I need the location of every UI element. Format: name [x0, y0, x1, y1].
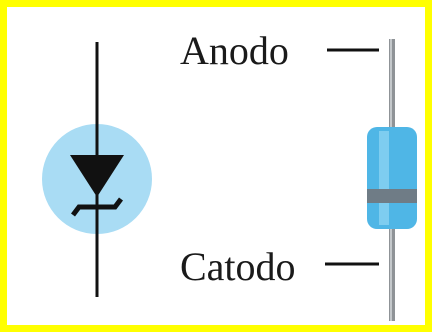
- diode-triangle: [70, 155, 124, 197]
- cathode-band: [367, 189, 417, 203]
- diode-component-icon: [367, 39, 417, 321]
- zener-diode-symbol-icon: [42, 42, 152, 297]
- anode-label: Anodo: [180, 28, 289, 73]
- component-body: [367, 127, 417, 229]
- cathode-label: Catodo: [180, 244, 296, 289]
- diagram-canvas: [42, 39, 417, 321]
- component-body-highlight: [379, 131, 389, 225]
- zener-cathode-bar: [71, 197, 123, 217]
- figure-frame: Anodo Catodo: [7, 7, 425, 325]
